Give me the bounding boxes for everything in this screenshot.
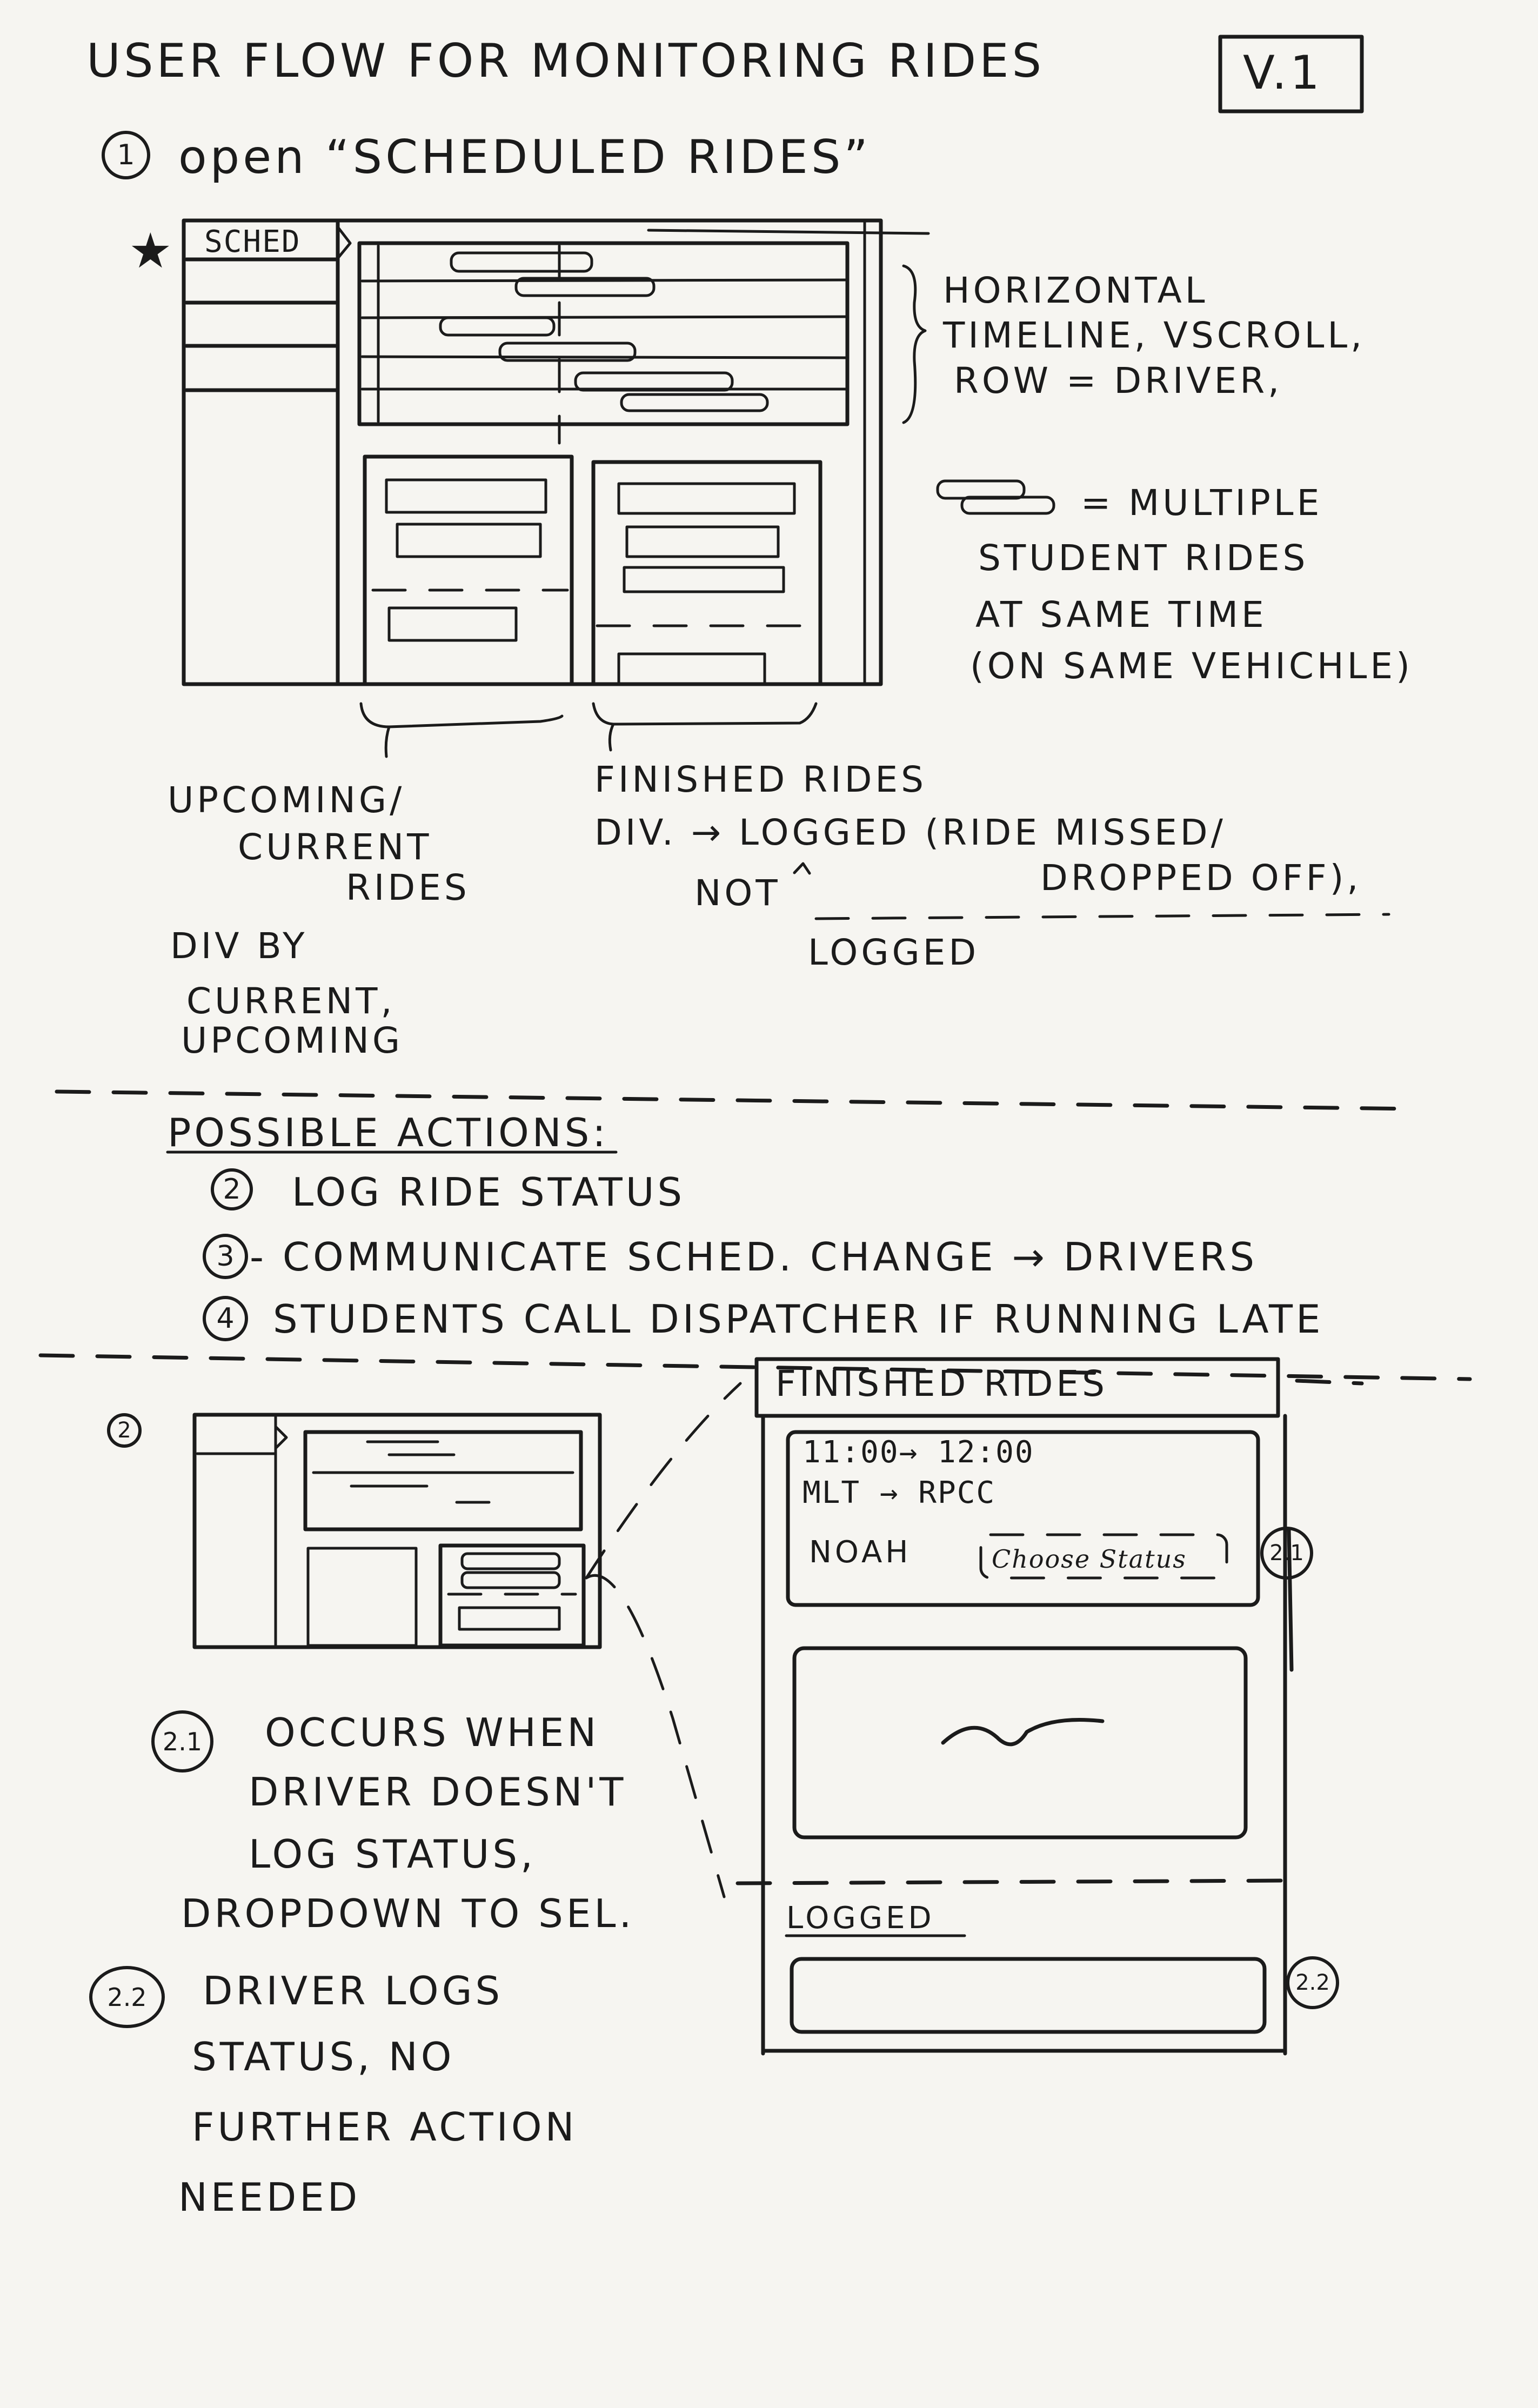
finished-note-line2: DIV. → LOGGED (RIDE MISSED/ [594,812,1226,853]
sched-tab-label: SCHED [204,224,301,259]
note-2-1-line4: DROPDOWN TO SEL. [181,1891,635,1936]
timeline-note-line3: ROW = DRIVER, [954,360,1283,402]
version-label: V.1 [1243,46,1323,100]
note-2-2-badge: 2.2 [89,1966,165,2028]
status-dropdown[interactable]: Choose Status [992,1544,1187,1574]
action-3-badge: 3 [203,1234,248,1279]
step-1-badge: 1 [102,131,150,179]
multiple-note-line4: (ON SAME VEHICHLE) [970,645,1413,687]
note-2-2-line1: DRIVER LOGS [203,1968,504,2014]
upcoming-note-line1: UPCOMING/ [168,779,405,821]
div-note-line2: CURRENT, [186,980,396,1022]
timeline-note-line2: TIMELINE, VSCROLL, [943,315,1366,356]
finished-note-line3: DROPPED OFF), [1040,857,1362,899]
multiple-note-line3: AT SAME TIME [975,594,1267,636]
action-4-badge: 4 [203,1296,248,1341]
action-4-text: STUDENTS CALL DISPATCHER IF RUNNING LATE [273,1296,1324,1342]
zoom-connector-top [585,1382,742,1580]
upcoming-note-line2: CURRENT [238,826,432,868]
page-title: USER FLOW FOR MONITORING RIDES [86,34,1045,88]
note-2-2-line4: NEEDED [178,2175,361,2220]
div-note-line3: UPCOMING [181,1020,404,1061]
finished-note-line1: FINISHED RIDES [594,759,927,800]
note-2-1-line2: DRIVER DOESN'T [249,1769,627,1815]
divider-1 [55,1089,1418,1111]
upcoming-note-line3: RIDES [346,867,470,908]
ride-driver-name: NOAH [809,1535,912,1570]
version-box [1218,35,1364,113]
wireframe-main [182,218,930,686]
div-note-line1: DIV BY [170,925,308,967]
multiple-rides-glyph [936,479,1055,515]
note-2-1-line1: OCCURS WHEN [265,1710,600,1755]
note-2-2-line2: STATUS, NO [192,2034,455,2079]
upcoming-brace [359,702,564,728]
finished-brace [592,702,818,726]
ride-time: 11:00→ 12:00 [803,1435,1034,1470]
note-2-1-badge: 2.1 [151,1710,213,1772]
logged-section-label: LOGGED [786,1901,935,1936]
finished-note-logged: LOGGED [808,932,980,973]
note-2-2-line3: FURTHER ACTION [192,2104,578,2150]
finished-rides-panel [735,1357,1364,2056]
note-2-1-line3: LOG STATUS, [249,1831,536,1877]
finished-note-not: NOT [694,872,781,914]
zoom-connector-bottom [585,1574,726,1898]
step-1-text: open “SCHEDULED RIDES” [178,130,871,184]
finished-rides-panel-title: FINISHED RIDES [775,1363,1108,1404]
timeline-brace [902,264,927,424]
timeline-note-line1: HORIZONTAL [943,270,1208,311]
step-2-badge: 2 [107,1413,142,1448]
wireframe-small [192,1413,602,1649]
possible-actions-heading: POSSIBLE ACTIONS: [168,1110,609,1155]
badge-2-1: 2.1 [1260,1527,1313,1580]
action-2-badge: 2 [211,1168,253,1210]
badge-2-2: 2.2 [1286,1956,1339,2009]
action-3-text: - COMMUNICATE SCHED. CHANGE → DRIVERS [250,1234,1258,1280]
multiple-note-line1: = MULTIPLE [1081,482,1323,524]
ride-route: MLT → RPCC [803,1475,996,1510]
multiple-note-line2: STUDENT RIDES [978,537,1309,579]
star-icon: ★ [129,223,176,279]
action-2-text: LOG RIDE STATUS [292,1169,686,1215]
